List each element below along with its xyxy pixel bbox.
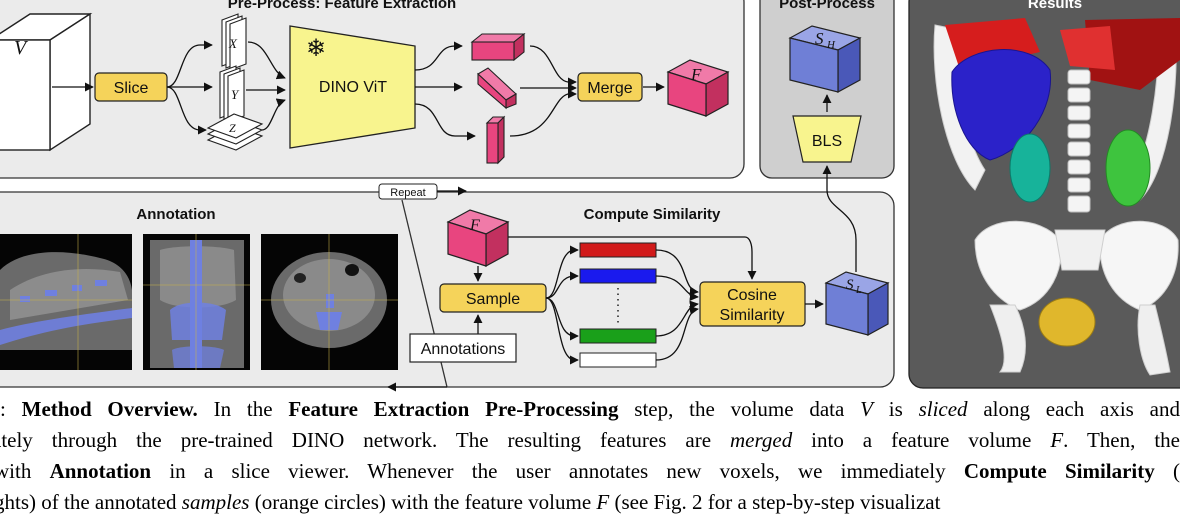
segmentation-render <box>933 18 1180 376</box>
feature-bar-blue <box>579 268 657 284</box>
feature-symbol: F <box>690 65 702 84</box>
bls-node: BLS <box>792 115 862 163</box>
caption-line-4: ghts) of the annotated samples (orange c… <box>0 490 941 514</box>
method-overview-figure: Pre-Process: Feature Extraction V Slice … <box>0 0 1180 392</box>
ct-slice-axial <box>261 234 398 370</box>
merge-node: Merge <box>577 72 643 102</box>
repeat-node: Repeat <box>378 183 467 200</box>
arrow-slice-z <box>166 86 207 135</box>
arrow-featx-merge <box>529 45 577 87</box>
arrow-featz-merge <box>509 89 577 137</box>
annotation-title: Annotation <box>136 206 215 223</box>
sl-subscript: L <box>855 285 862 296</box>
cosine-label-line2: Similarity <box>720 307 785 324</box>
preprocess-title: Pre-Process: Feature Extraction <box>228 0 456 12</box>
slice-label: Slice <box>114 80 149 97</box>
arrow-bar4-cosine <box>655 305 699 361</box>
feature-slab-x <box>470 32 526 62</box>
feature-bar-green <box>579 328 657 344</box>
snowflake-icon: ❄ <box>306 35 326 62</box>
preprocess-panel: Pre-Process: Feature Extraction V Slice … <box>0 0 745 179</box>
caption-line-3: with Annotation in a slice viewer. Whene… <box>0 459 1180 483</box>
caption-line-1: : Method Overview. In the Feature Extrac… <box>0 397 1180 421</box>
annotations-label: Annotations <box>421 341 506 358</box>
arrow-dino-featx <box>414 41 463 71</box>
postprocess-panel: Post-Process S H BLS <box>759 0 895 179</box>
sl-cube: S L <box>824 271 890 337</box>
annotations-node: Annotations <box>409 333 517 363</box>
feature-bar-red <box>579 242 657 258</box>
axis-z-label: Z <box>229 121 236 135</box>
results-panel: Results <box>908 0 1180 389</box>
arrow-x-dino <box>247 41 286 80</box>
sample-label: Sample <box>466 291 520 308</box>
arrow-bar1-cosine <box>655 249 699 296</box>
repeat-label: Repeat <box>390 187 425 199</box>
arrow-sample-bar4 <box>545 297 579 365</box>
caption-line-2: ately through the pre-trained DINO netwo… <box>0 428 1180 452</box>
dino-label: DINO ViT <box>319 79 387 96</box>
feature-bar-white <box>579 352 657 368</box>
arrow-sample-bar1 <box>545 245 579 299</box>
results-title: Results <box>1028 0 1082 12</box>
sh-symbol: S <box>815 29 824 48</box>
arrow-bar3-cosine <box>655 300 699 337</box>
volume-symbol: V <box>14 37 29 59</box>
feature-volume-cube: F <box>666 59 730 118</box>
figure-caption: : Method Overview. In the Feature Extrac… <box>0 394 1180 530</box>
feature-slab-z <box>485 115 506 165</box>
axis-y-label: Y <box>231 87 240 102</box>
sample-node: Sample <box>439 283 547 313</box>
sh-subscript: H <box>826 39 836 51</box>
cosine-label-line1: Cosine <box>727 287 777 304</box>
arrow-feature-cosine <box>508 236 757 280</box>
sl-symbol: S <box>846 277 854 293</box>
arrow-bar2-cosine <box>655 275 699 302</box>
arrow-slice-x <box>166 40 213 88</box>
bls-label: BLS <box>812 133 842 150</box>
similarity-title: Compute Similarity <box>584 206 721 223</box>
postprocess-title: Post-Process <box>779 0 875 12</box>
axis-x-label: X <box>228 36 238 51</box>
volume-cube: V <box>0 12 93 152</box>
y-slice-stack: Y <box>219 65 245 123</box>
sh-cube: S H <box>788 25 862 94</box>
merge-label: Merge <box>587 80 632 97</box>
dino-vit-node: ❄ DINO ViT <box>289 25 416 149</box>
feature-slab-y <box>477 67 517 110</box>
z-slice-stack: Z <box>206 113 264 151</box>
slice-node: Slice <box>94 72 168 102</box>
arrow-z-dino <box>261 98 286 131</box>
ct-slice-sagittal <box>0 234 132 370</box>
arrow-sample-bar2 <box>545 271 579 299</box>
feature-volume-cube-2: F <box>446 209 510 268</box>
arrow-dino-featz <box>414 103 476 141</box>
feature-symbol-2: F <box>469 217 480 234</box>
cosine-similarity-node: Cosine Similarity <box>699 281 806 327</box>
x-slice-stack: X <box>221 13 247 71</box>
interaction-panel: Repeat Annotation Compute Similarity <box>0 165 895 392</box>
ct-slice-coronal <box>143 234 250 370</box>
arrow-sl-bls <box>822 165 857 272</box>
